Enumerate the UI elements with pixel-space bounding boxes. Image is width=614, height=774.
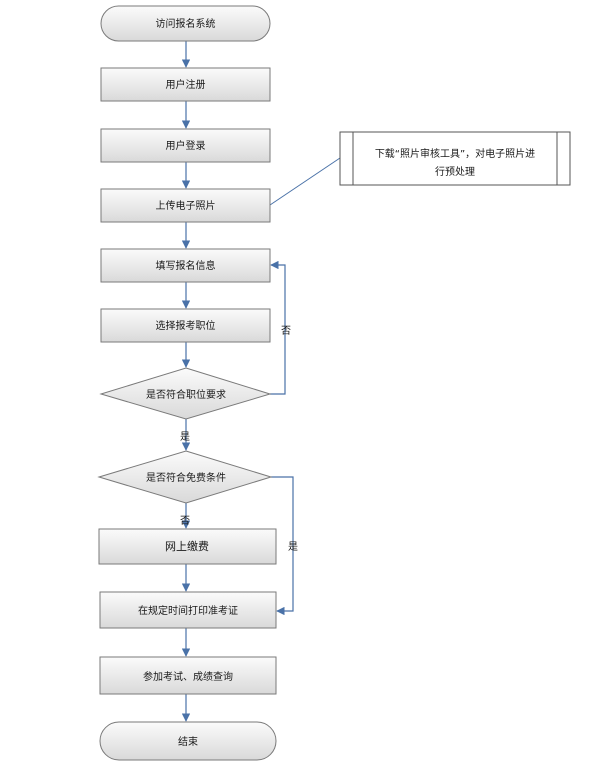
start-terminal: 访问报名系统 — [100, 5, 271, 42]
select-position-label: 选择报考职位 — [156, 319, 216, 332]
print-ticket-label: 在规定时间打印准考证 — [138, 604, 238, 617]
upload-photo-label: 上传电子照片 — [156, 199, 216, 212]
photo-tool-note: 下载“照片审核工具”，对电子照片进 行预处理 — [339, 131, 571, 186]
end-terminal: 结束 — [99, 721, 277, 761]
check-position-decision: 是否符合职位要求 — [99, 367, 272, 420]
end-label: 结束 — [178, 735, 198, 748]
fee-yes-label: 是 — [288, 541, 298, 553]
note-text-line1: 下载“照片审核工具”，对电子照片进 — [375, 147, 535, 160]
upload-photo-step: 上传电子照片 — [100, 188, 271, 223]
register-step: 用户注册 — [100, 67, 271, 102]
fee-no-label: 否 — [180, 515, 190, 527]
position-no-label: 否 — [281, 325, 291, 337]
login-step: 用户登录 — [100, 128, 271, 163]
note-text-line2: 行预处理 — [435, 165, 475, 178]
fill-info-label: 填写报名信息 — [156, 259, 216, 272]
check-fee-decision: 是否符合免费条件 — [97, 450, 273, 504]
check-fee-label: 是否符合免费条件 — [146, 471, 226, 484]
select-position-step: 选择报考职位 — [100, 308, 271, 343]
flow-connectors — [181, 41, 341, 722]
exam-query-label: 参加考试、成绩查询 — [143, 670, 233, 683]
arrow-position-no-loop — [270, 260, 286, 395]
position-yes-label: 是 — [180, 431, 190, 443]
pay-online-step: 网上缴费 — [98, 528, 277, 565]
print-ticket-step: 在规定时间打印准考证 — [99, 591, 277, 629]
start-label: 访问报名系统 — [156, 17, 216, 30]
pay-online-label: 网上缴费 — [165, 539, 209, 553]
exam-query-step: 参加考试、成绩查询 — [99, 656, 277, 695]
check-position-label: 是否符合职位要求 — [146, 388, 226, 401]
login-label: 用户登录 — [166, 139, 206, 152]
fill-info-step: 填写报名信息 — [100, 248, 271, 283]
arrow-fee-yes-skip — [271, 476, 294, 616]
register-label: 用户注册 — [166, 78, 206, 91]
note-callout-line — [269, 157, 341, 206]
